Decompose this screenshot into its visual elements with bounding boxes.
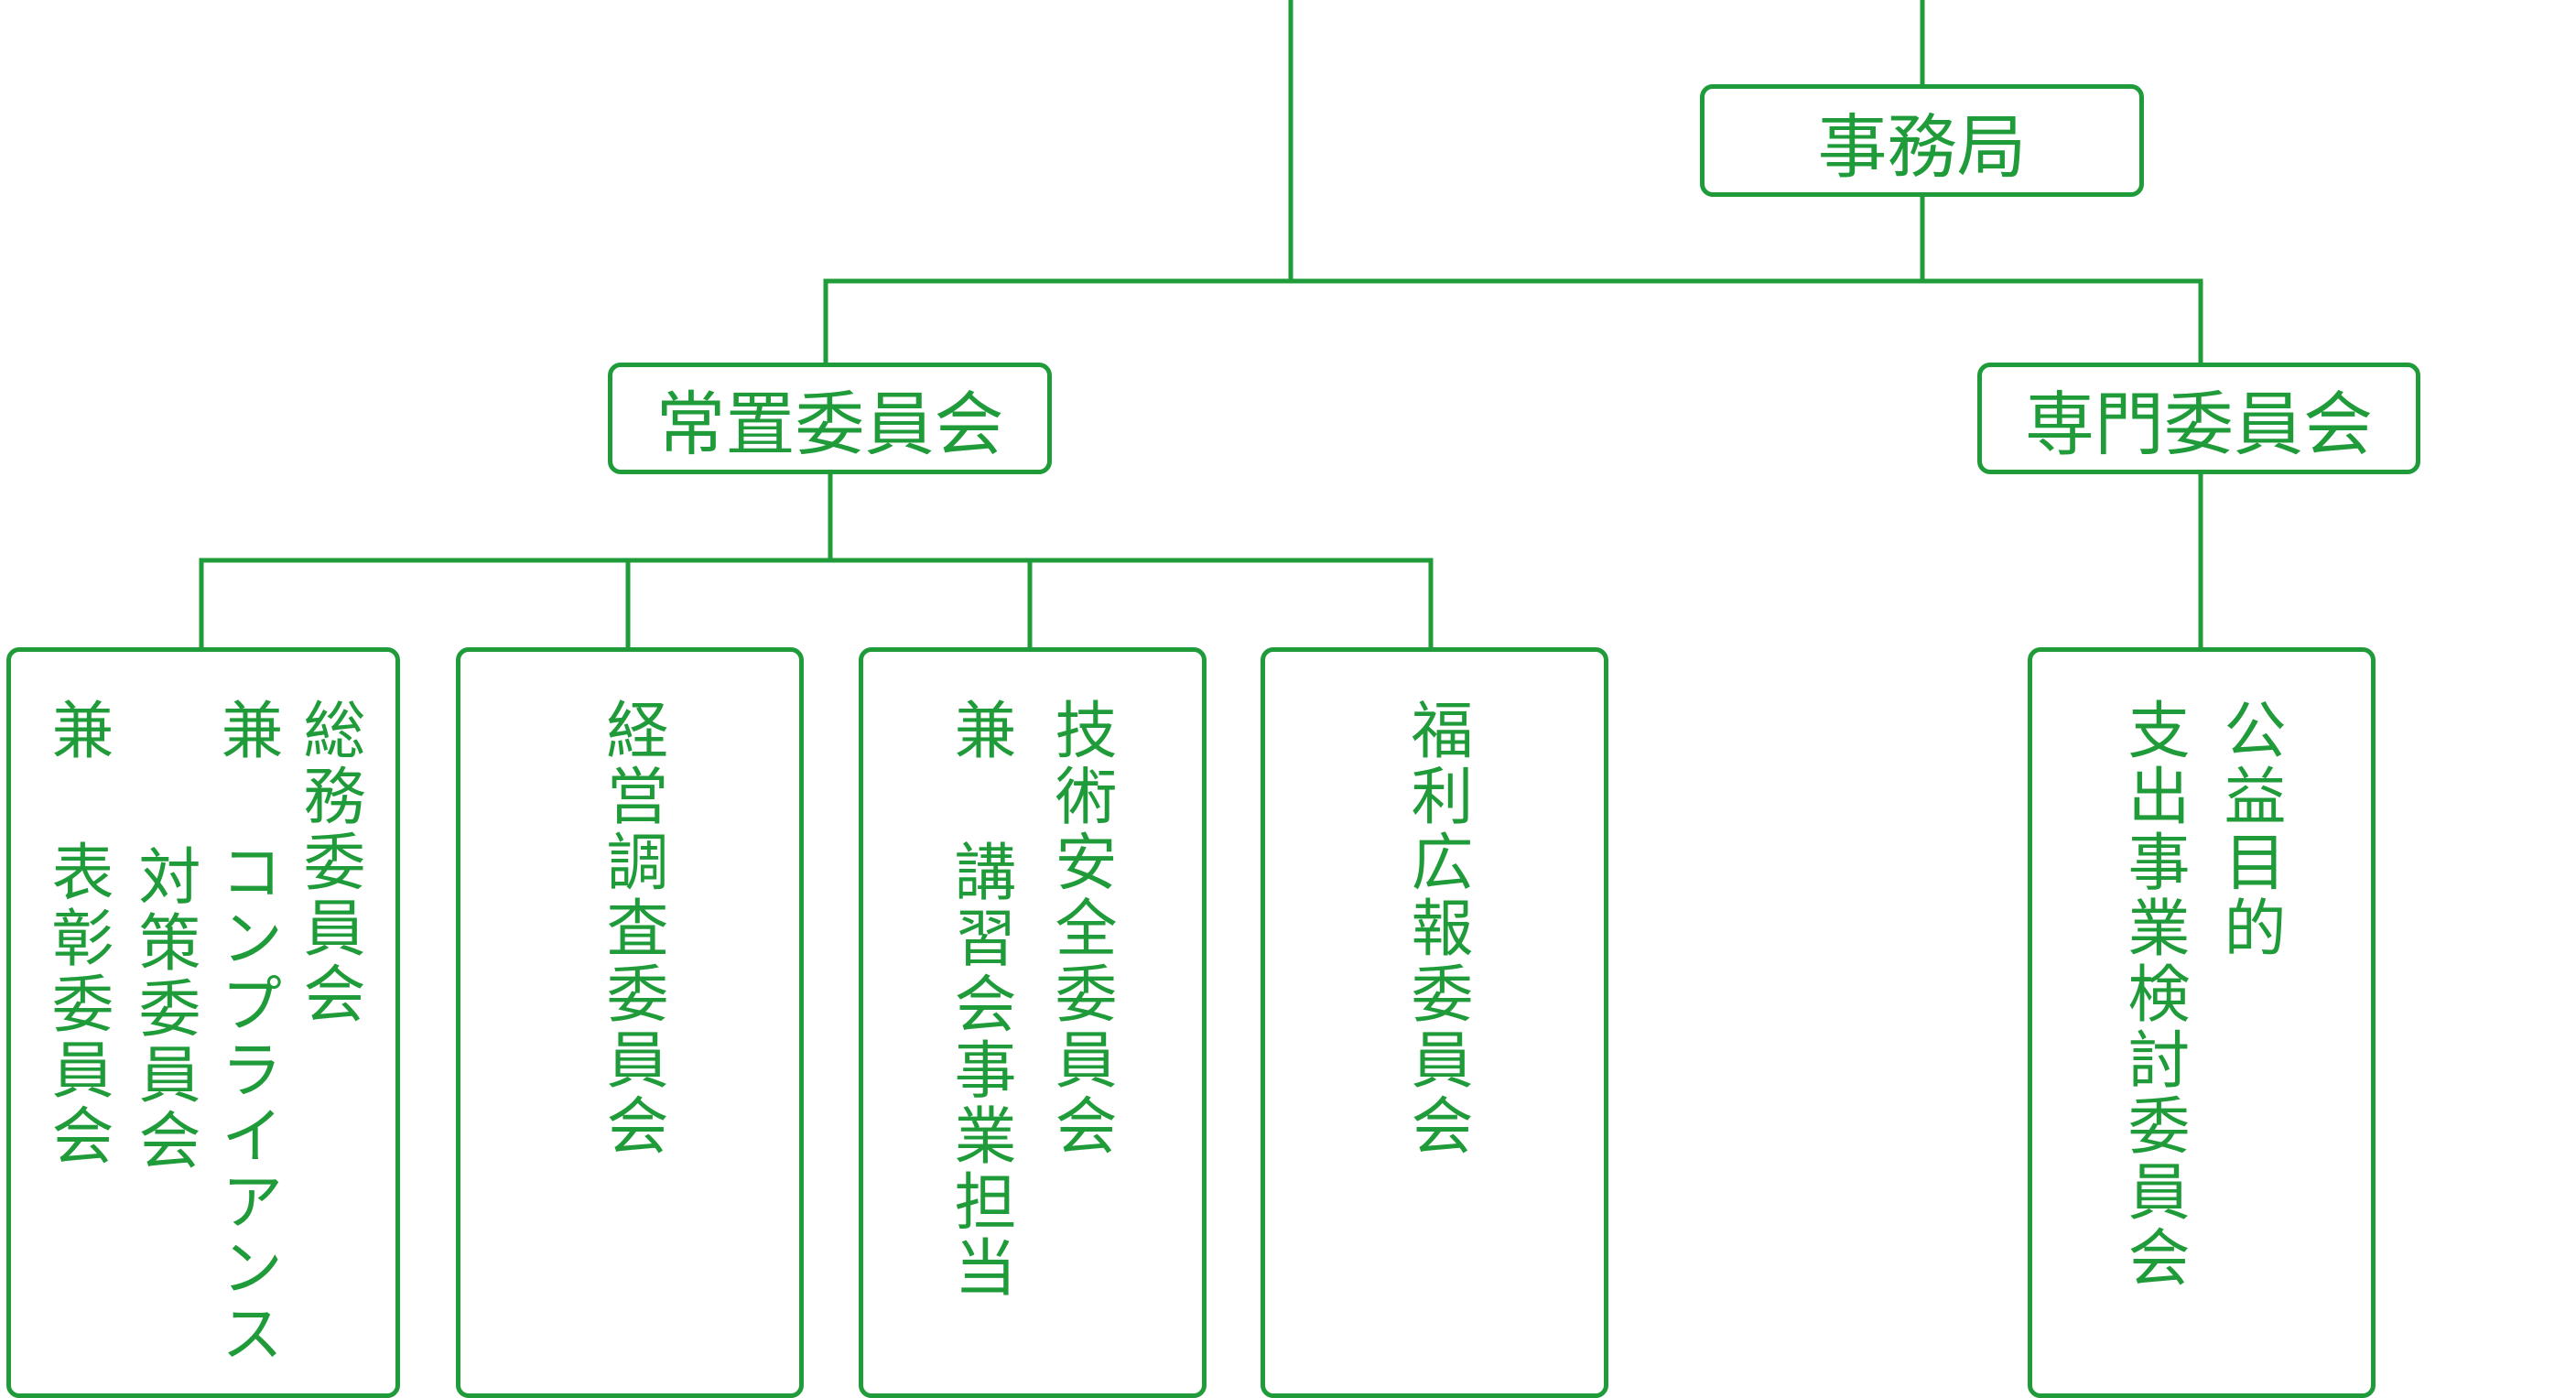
node-senmon-label: 専門委員会: [2025, 384, 2373, 465]
node-somu-iinkai: 総務委員会 兼 コンプライアンス 対策委員会 兼 表彰委員会: [6, 647, 400, 1398]
node-jochi-iinkai: 常置委員会: [608, 363, 1052, 474]
somu-line-4: 兼 表彰委員会: [40, 698, 113, 1169]
node-jochi-label: 常置委員会: [655, 384, 1004, 465]
node-jimukyoku: 事務局: [1700, 84, 2144, 197]
node-senmon-iinkai: 専門委員会: [1977, 363, 2420, 474]
somu-line-2: 兼 コンプライアンス: [210, 698, 282, 1367]
somu-line-1: 総務委員会: [292, 698, 364, 1027]
node-keiei-chosa-iinkai: 経営調査委員会: [456, 647, 804, 1398]
fukuri-line-1: 福利広報委員会: [1400, 698, 1472, 1159]
node-jimukyoku-label: 事務局: [1817, 105, 2027, 188]
koeki-line-1: 公益目的: [2213, 698, 2285, 961]
keiei-line-1: 経営調査委員会: [595, 698, 667, 1159]
node-fukuri-koho-iinkai: 福利広報委員会: [1261, 647, 1608, 1398]
somu-line-3: 対策委員会: [127, 844, 200, 1174]
gijutsu-line-2: 兼 講習会事業担当: [943, 698, 1015, 1301]
koeki-line-2: 支出事業検討委員会: [2116, 698, 2189, 1291]
node-gijutsu-anzen-iinkai: 技術安全委員会 兼 講習会事業担当: [859, 647, 1207, 1398]
node-koeki-mokuteki-iinkai: 公益目的 支出事業検討委員会: [2028, 647, 2376, 1398]
gijutsu-line-1: 技術安全委員会: [1044, 698, 1116, 1159]
